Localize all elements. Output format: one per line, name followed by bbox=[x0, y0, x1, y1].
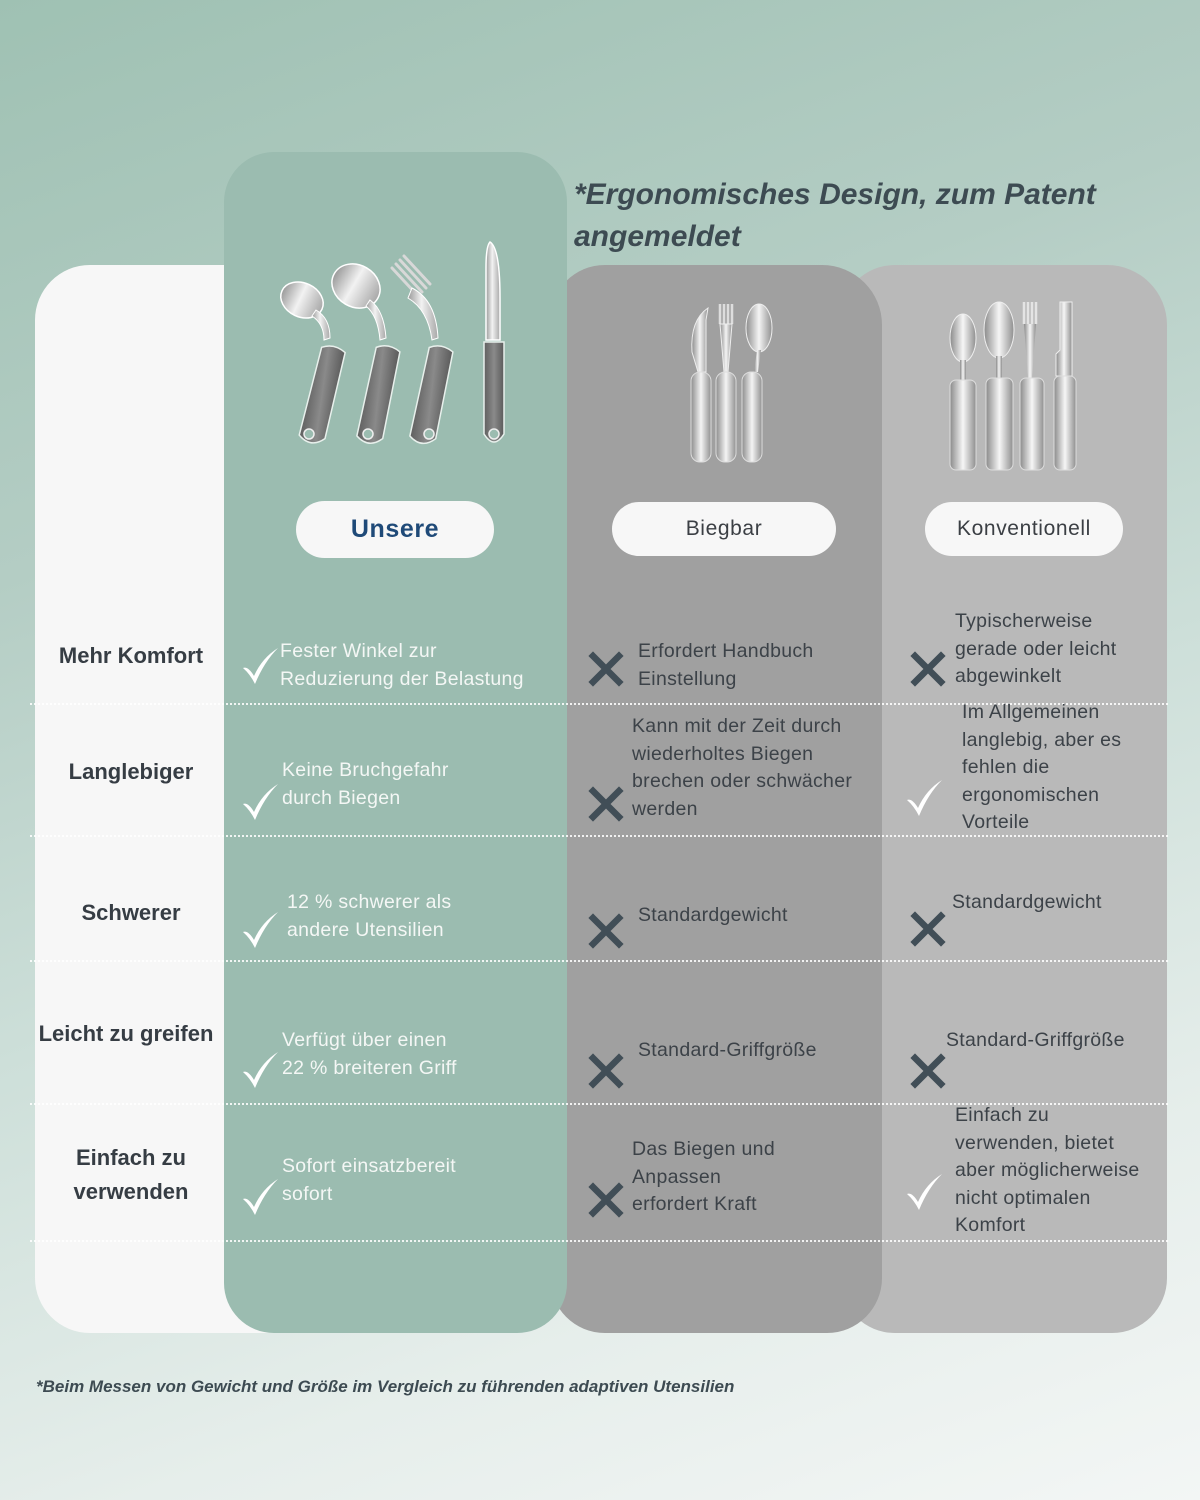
cell-text: Einfach zu verwenden, bietet aber möglic… bbox=[955, 1104, 1140, 1236]
cell-text: Fester Winkel zur Reduzierung der Belast… bbox=[280, 640, 524, 690]
spoon-icon bbox=[741, 303, 773, 463]
cell-text: Standard-Griffgröße bbox=[946, 1029, 1125, 1051]
large-spoon-icon bbox=[983, 301, 1015, 471]
patent-headline: *Ergonomisches Design, zum Patent angeme… bbox=[574, 178, 1096, 253]
cell-text: Standardgewicht bbox=[952, 891, 1102, 913]
cell-text: Kann mit der Zeit durch wiederholtes Bie… bbox=[632, 715, 853, 820]
knife-icon bbox=[483, 241, 505, 443]
cell-text: Verfügt über einen 22 % breiteren Griff bbox=[282, 1029, 457, 1079]
cross-icon bbox=[588, 1053, 624, 1089]
large-spoon-icon bbox=[331, 263, 401, 444]
bendable-cutlery-image bbox=[686, 300, 778, 465]
column-header-unsere: Unsere bbox=[296, 501, 494, 558]
row-label-schwerer: Schwerer bbox=[81, 900, 181, 925]
column-header-biegbar: Biegbar bbox=[612, 502, 836, 556]
cell-text: Standardgewicht bbox=[638, 904, 788, 926]
check-icon bbox=[240, 782, 280, 822]
conventional-cutlery-image bbox=[944, 300, 1084, 472]
cell-text: Typischerweise gerade oder leicht abgewi… bbox=[955, 610, 1117, 687]
cross-icon bbox=[588, 651, 624, 687]
cell-text: Das Biegen und Anpassen erfordert Kraft bbox=[632, 1138, 775, 1215]
check-icon bbox=[904, 1172, 944, 1212]
cross-icon bbox=[910, 651, 946, 687]
row-label-langlebiger: Langlebiger bbox=[68, 759, 194, 784]
cross-icon bbox=[588, 786, 624, 822]
cross-icon bbox=[910, 911, 946, 947]
row-divider bbox=[30, 703, 1168, 705]
fork-icon bbox=[715, 304, 737, 463]
cell-text: Standard-Griffgröße bbox=[638, 1039, 817, 1061]
check-icon bbox=[240, 646, 280, 686]
check-icon bbox=[240, 1050, 280, 1090]
row-label-mehr-komfort: Mehr Komfort bbox=[58, 643, 204, 668]
knife-icon bbox=[1053, 301, 1077, 471]
cross-icon bbox=[910, 1053, 946, 1089]
cell-text: Keine Bruchgefahr durch Biegen bbox=[282, 759, 449, 809]
row-divider bbox=[30, 1240, 1168, 1242]
check-icon bbox=[240, 1177, 280, 1217]
cell-text: 12 % schwerer als andere Utensilien bbox=[287, 891, 452, 941]
cell-text: Im Allgemeinen langlebig, aber es fehlen… bbox=[962, 701, 1122, 833]
cross-icon bbox=[588, 1182, 624, 1218]
fork-icon bbox=[390, 254, 454, 445]
row-label-einfach-zu-verwenden: Einfach zu verwenden bbox=[73, 1145, 189, 1204]
spoon-icon bbox=[949, 313, 977, 471]
small-spoon-icon bbox=[280, 281, 346, 444]
knife-icon bbox=[690, 306, 712, 463]
fork-icon bbox=[1019, 302, 1045, 471]
comparison-footnote: *Beim Messen von Gewicht und Größe im Ve… bbox=[36, 1377, 735, 1396]
column-header-konventionell: Konventionell bbox=[925, 502, 1123, 556]
cell-text: Sofort einsatzbereit sofort bbox=[282, 1155, 457, 1205]
row-label-leicht-zu-greifen: Leicht zu greifen bbox=[38, 1021, 214, 1046]
row-divider bbox=[30, 960, 1168, 962]
cell-text: Erfordert Handbuch Einstellung bbox=[638, 640, 814, 690]
cross-icon bbox=[588, 913, 624, 949]
row-divider bbox=[30, 1103, 1168, 1105]
row-divider bbox=[30, 835, 1168, 837]
ergonomic-cutlery-image bbox=[272, 238, 522, 453]
check-icon bbox=[904, 778, 944, 818]
check-icon bbox=[240, 910, 280, 950]
